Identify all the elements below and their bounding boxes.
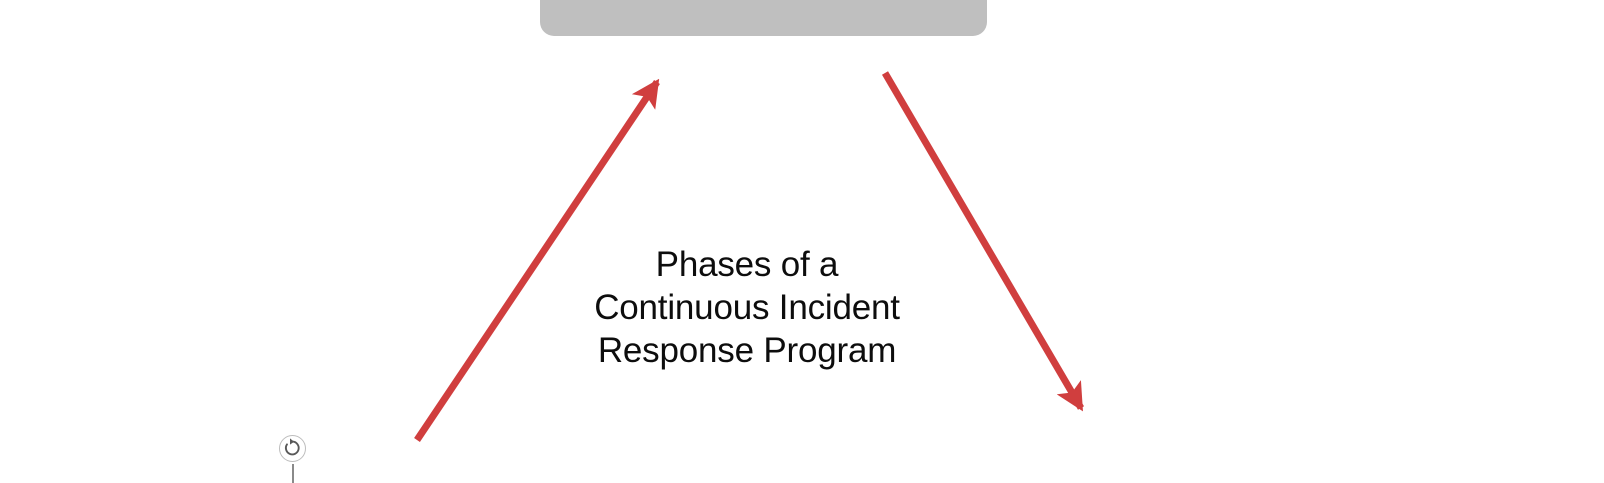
rotation-handle-circle	[279, 435, 306, 462]
center-text-block[interactable]: Phases of a Continuous Incident Response…	[547, 243, 947, 372]
center-text-line-3: Response Program	[597, 331, 897, 370]
center-text-line-1: Phases of a	[655, 245, 839, 284]
center-text-line-2: Continuous Incident	[594, 288, 900, 327]
rotation-handle-stem	[292, 464, 294, 483]
rotation-handle[interactable]	[279, 435, 308, 464]
top-rounded-rectangle-shape[interactable]	[540, 0, 987, 36]
rotate-clockwise-icon	[284, 438, 300, 456]
